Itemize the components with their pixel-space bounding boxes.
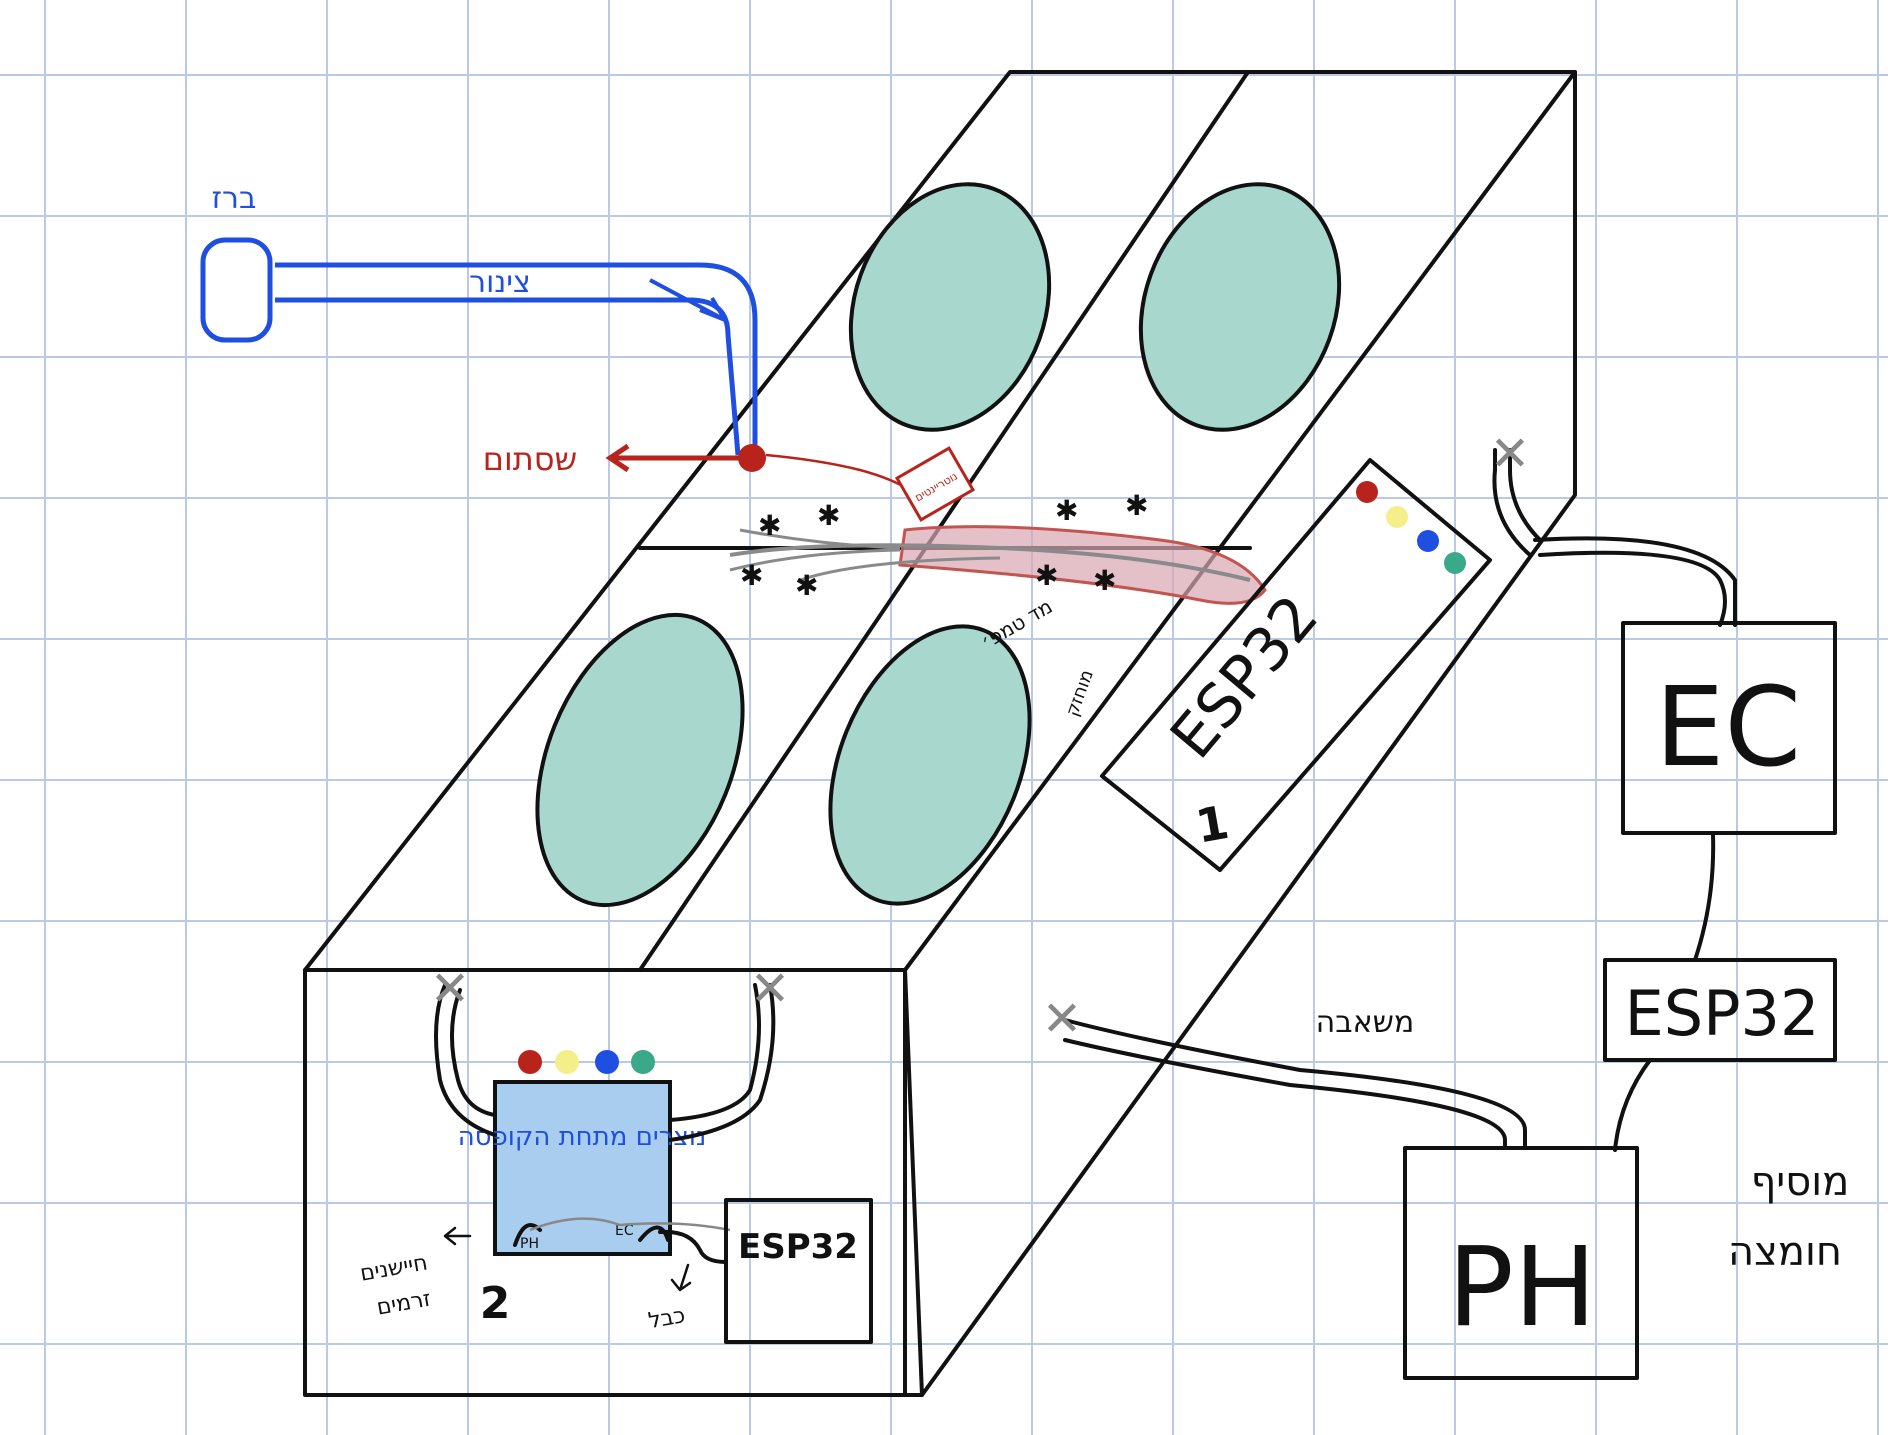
pump-tube: ✕ משאבה: [1042, 991, 1527, 1147]
x-connector-icon: ✕: [1490, 426, 1530, 482]
planting-hole: [828, 624, 1032, 906]
planting-hole: [535, 612, 745, 908]
ec-small-label: EC: [615, 1223, 634, 1239]
planting-holes: [535, 182, 1342, 908]
ec-box-label: EC: [1655, 663, 1801, 791]
led-icon: [1417, 530, 1439, 552]
esp32-ph-wire: [1613, 1058, 1652, 1152]
led-icon: [1386, 506, 1408, 528]
ph-small-label: PH: [520, 1236, 539, 1252]
front-tubes: ✕ ✕: [430, 961, 790, 1142]
probe-note: מוחזק: [1062, 667, 1098, 719]
left-note-2: זרמים: [375, 1287, 433, 1321]
drip-point-icon: ✱: [758, 509, 781, 542]
x-connector-icon: ✕: [1042, 991, 1082, 1047]
water-inlet: ברז צינור: [200, 181, 758, 456]
led-icon: [518, 1050, 542, 1074]
nutrients-tag: [894, 446, 976, 522]
esp32-top-number: 1: [1192, 795, 1233, 854]
hose-label: צינור: [469, 265, 531, 300]
led-icon: [1356, 481, 1378, 503]
esp32-right-box: ESP32: [1603, 958, 1837, 1062]
left-note-1: חיישנים: [358, 1250, 429, 1286]
esp32-right-label: ESP32: [1625, 977, 1820, 1050]
planting-hole: [848, 182, 1052, 432]
ph-box: PH: [1403, 1146, 1639, 1380]
led-icon: [555, 1050, 579, 1074]
electrical-box: נוצרים מתחת הקופסה PH EC: [443, 1050, 731, 1256]
sensor-tube: [729, 525, 1267, 605]
pump-label: משאבה: [1316, 1005, 1415, 1040]
ph-box-label: PH: [1447, 1223, 1596, 1351]
drip-point-icon: ✱: [817, 499, 840, 532]
led-icon: [595, 1050, 619, 1074]
box-number: 2: [480, 1278, 511, 1329]
faucet-label: ברז: [212, 181, 257, 216]
esp32-small-box: ESP32: [658, 1198, 873, 1344]
valve-icon: [738, 444, 766, 472]
esp32-top-board: ESP32 1: [1100, 458, 1492, 872]
valve-group: שסתום נוטריינטים: [483, 440, 976, 522]
drip-point-icon: ✱: [1055, 494, 1078, 527]
ec-box: EC: [1621, 621, 1837, 835]
electrical-box-label: נוצרים מתחת הקופסה: [458, 1122, 707, 1152]
drip-point-icon: ✱: [740, 559, 763, 592]
led-icon: [631, 1050, 655, 1074]
acid-label-2: חומצה: [1728, 1229, 1842, 1275]
faucet-icon: [200, 237, 273, 343]
cable-note: כבל: [647, 1303, 688, 1334]
drip-points: ✱ ✱ ✱ ✱ ✱ ✱ ✱ ✱: [740, 489, 1148, 602]
led-icon: [1444, 552, 1466, 574]
drip-point-icon: ✱: [1093, 564, 1116, 597]
ec-esp32-wire: [1693, 833, 1716, 962]
esp32-small-label: ESP32: [738, 1227, 858, 1267]
ec-tube: ✕: [1490, 426, 1737, 627]
drip-point-icon: ✱: [795, 569, 818, 602]
water-hose: [275, 262, 758, 455]
x-connector-icon: ✕: [750, 961, 790, 1017]
x-connector-icon: ✕: [430, 961, 470, 1017]
planting-hole: [1138, 182, 1342, 432]
acid-label-1: מוסיף: [1751, 1159, 1850, 1205]
drip-point-icon: ✱: [1125, 489, 1148, 522]
drip-point-icon: ✱: [1035, 559, 1058, 592]
valve-label: שסתום: [483, 440, 577, 478]
planter-box: [303, 70, 1577, 1397]
temp-probe-note: מד טמפ׳: [977, 594, 1057, 654]
